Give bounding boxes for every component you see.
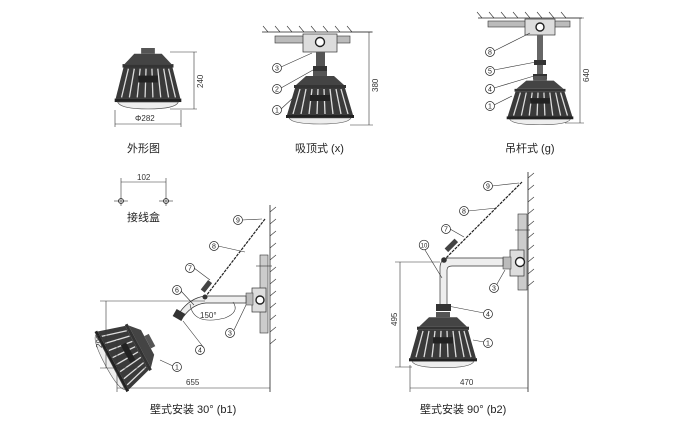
callout-wall30-8: 8 xyxy=(212,244,216,251)
mounting-hole-icon xyxy=(159,198,173,204)
dim-junction-spacing: 102 xyxy=(137,173,151,182)
lamp-outline xyxy=(113,47,183,110)
dim-outline-diameter: Φ282 xyxy=(135,114,155,123)
caption-junction-box: 接线盒 xyxy=(127,210,160,224)
lamp-pendant xyxy=(506,75,574,126)
caption-outline: 外形图 xyxy=(127,142,160,155)
lamp-ceiling xyxy=(285,70,355,125)
junction-box-view: 102 接线盒 xyxy=(114,173,173,224)
wall-mount-90-view: 495 470 9 8 7 10 3 4 1 壁式安装 90° (b2) xyxy=(390,172,535,416)
callout-wall30-1: 1 xyxy=(175,365,179,372)
bracket-arm xyxy=(439,257,504,306)
callout-wall90-10: 10 xyxy=(421,244,428,250)
dim-wall90-width: 470 xyxy=(460,378,474,387)
outline-view: 240 Φ282 外形图 xyxy=(113,47,205,155)
lamp-wall90 xyxy=(408,311,478,369)
caption-wall-30: 壁式安装 30° (b1) xyxy=(150,402,236,416)
callout-ceiling-3: 3 xyxy=(275,66,279,73)
dim-wall90-height: 495 xyxy=(390,312,399,326)
callout-wall30-6: 6 xyxy=(175,288,179,295)
callout-pendant-1: 1 xyxy=(488,104,492,111)
dim-ceiling-height: 380 xyxy=(371,78,380,92)
ceiling-mount-view: 380 3 2 1 吸顶式 (x) xyxy=(262,25,380,155)
callout-wall90-8: 8 xyxy=(462,209,466,216)
callout-wall90-1: 1 xyxy=(486,341,490,348)
dim-wall30-width: 655 xyxy=(186,378,200,387)
mounting-hole-icon xyxy=(114,198,128,204)
caption-pendant: 吊杆式 (g) xyxy=(505,141,555,155)
callout-wall90-7: 7 xyxy=(444,227,448,234)
callout-wall90-9: 9 xyxy=(486,184,490,191)
tension-rod xyxy=(443,181,523,261)
callout-wall30-4: 4 xyxy=(198,348,202,355)
callout-ceiling-2: 2 xyxy=(275,87,279,94)
callout-wall90-4: 4 xyxy=(486,312,490,319)
callout-ceiling-1: 1 xyxy=(275,108,279,115)
tension-rod xyxy=(205,218,266,297)
dim-outline-height: 240 xyxy=(196,74,205,88)
caption-wall-90: 壁式安装 90° (b2) xyxy=(420,402,506,416)
wall-mount-30-view: 150° 290 655 9 8 7 6 3 4 1 壁式安装 30° (b1) xyxy=(88,205,277,416)
callout-wall30-9: 9 xyxy=(236,218,240,225)
pendant-mount-view: 640 8 5 4 1 吊杆式 (g) xyxy=(476,11,591,155)
dim-pendant-height: 640 xyxy=(582,68,591,82)
callout-wall90-3: 3 xyxy=(492,286,496,293)
dim-wall30-angle: 150° xyxy=(200,311,217,320)
dim-wall30-height: 290 xyxy=(95,334,104,348)
ceiling-hatch xyxy=(262,25,353,33)
callout-wall30-7: 7 xyxy=(188,266,192,273)
callout-pendant-8: 8 xyxy=(488,50,492,57)
callout-pendant-4: 4 xyxy=(488,87,492,94)
lamp-wall30 xyxy=(88,309,169,396)
caption-ceiling: 吸顶式 (x) xyxy=(295,142,344,155)
callout-wall30-3: 3 xyxy=(228,331,232,338)
callout-pendant-5: 5 xyxy=(488,69,492,76)
pendant-rod xyxy=(537,35,543,75)
